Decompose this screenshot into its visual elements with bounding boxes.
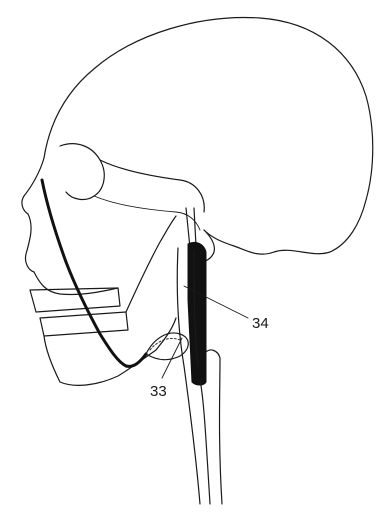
upper-teeth-row [30, 288, 120, 312]
mandible-ramus [126, 216, 176, 312]
label-33: 33 [150, 383, 167, 400]
orbit-outline [60, 144, 104, 200]
temporal-line [94, 196, 200, 230]
lower-teeth-row [40, 312, 128, 336]
cranium-outline [44, 17, 373, 254]
carotid-join [200, 380, 210, 504]
internal-jugular-vessel [188, 242, 206, 385]
label-34: 34 [252, 315, 269, 332]
leader-33 [162, 338, 182, 378]
nerve-course [42, 180, 146, 366]
brow-ridge [22, 158, 44, 214]
nasal-bone [25, 214, 34, 272]
hyoid-hatching [150, 338, 180, 350]
zygomatic-arch [100, 160, 204, 212]
